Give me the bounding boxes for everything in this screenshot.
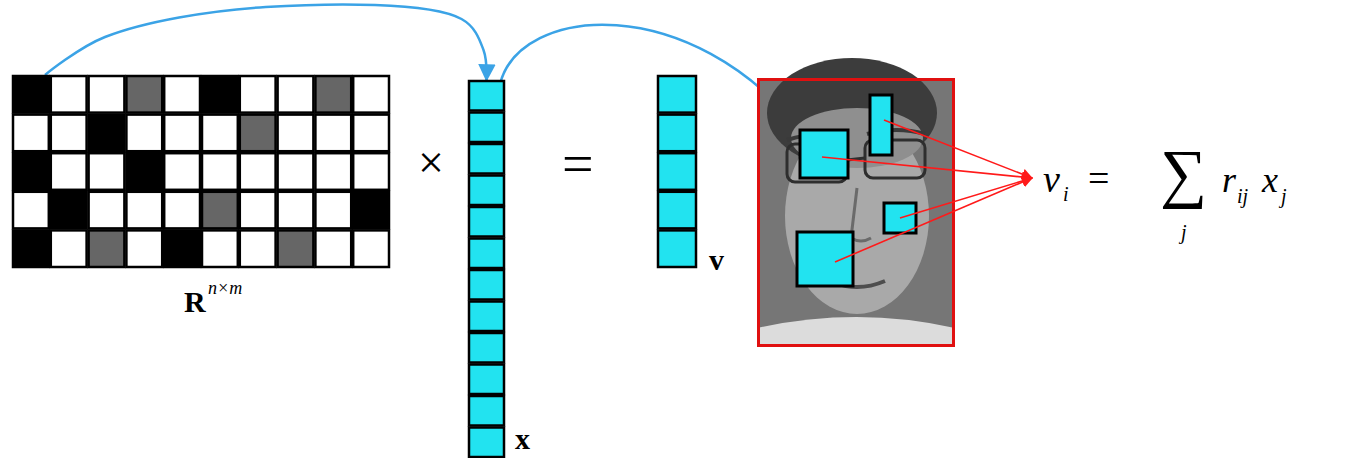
matrix-cell bbox=[202, 76, 238, 113]
formula-subscript: j bbox=[1281, 186, 1287, 206]
matrix-cell bbox=[469, 396, 504, 426]
matrix-cell bbox=[469, 81, 504, 111]
matrix-cell bbox=[126, 115, 162, 152]
matrix-cell bbox=[51, 76, 87, 113]
formula-subscript: i bbox=[1063, 184, 1069, 204]
formula-symbol: = bbox=[1088, 159, 1109, 197]
matrix-cell bbox=[51, 115, 87, 152]
matrix-cell bbox=[89, 230, 125, 267]
matrix-r: Rn×m bbox=[12, 75, 390, 268]
matrix-cell bbox=[469, 302, 504, 332]
matrix-cell bbox=[164, 115, 200, 152]
matrix-cell bbox=[315, 230, 351, 267]
face-image bbox=[757, 58, 955, 347]
matrix-cell bbox=[13, 115, 49, 152]
matrix-cell bbox=[164, 230, 200, 267]
matrix-cell bbox=[89, 192, 125, 229]
matrix-cell bbox=[202, 115, 238, 152]
matrix-cell bbox=[202, 153, 238, 190]
matrix-cell bbox=[315, 115, 351, 152]
vector-v: v bbox=[657, 75, 697, 268]
matrix-cell bbox=[202, 192, 238, 229]
formula-symbol: x bbox=[1262, 162, 1278, 198]
matrix-cell bbox=[202, 230, 238, 267]
cell-grid bbox=[468, 80, 505, 458]
matrix-cell bbox=[278, 192, 314, 229]
matrix-cell bbox=[89, 115, 125, 152]
matrix-cell bbox=[658, 192, 696, 229]
matrix-cell bbox=[353, 115, 389, 152]
matrix-cell bbox=[469, 365, 504, 395]
cell-grid bbox=[12, 75, 390, 268]
matrix-cell bbox=[658, 230, 696, 267]
matrix-cell bbox=[658, 76, 696, 113]
matrix-cell bbox=[315, 192, 351, 229]
matrix-cell bbox=[469, 333, 504, 363]
matrix-cell bbox=[315, 153, 351, 190]
matrix-cell bbox=[353, 153, 389, 190]
matrix-cell bbox=[240, 153, 276, 190]
matrix-cell bbox=[13, 76, 49, 113]
matrix-cell bbox=[164, 153, 200, 190]
matrix-cell bbox=[278, 153, 314, 190]
feature-sum-arrows bbox=[822, 120, 1032, 262]
matrix-cell bbox=[469, 113, 504, 143]
matrix-cell bbox=[469, 176, 504, 206]
formula-symbol: v bbox=[1043, 160, 1060, 198]
matrix-cell bbox=[353, 230, 389, 267]
dimension-superscript: n×m bbox=[208, 279, 242, 297]
matrix-cell bbox=[315, 76, 351, 113]
matrix-cell bbox=[240, 192, 276, 229]
matrix-cell bbox=[469, 270, 504, 300]
matrix-cell bbox=[353, 76, 389, 113]
cell-grid bbox=[657, 75, 697, 268]
matrix-cell bbox=[278, 230, 314, 267]
index-arrow bbox=[45, 4, 487, 80]
matrix-cell bbox=[13, 153, 49, 190]
matrix-cell bbox=[13, 230, 49, 267]
matrix-cell bbox=[469, 428, 504, 458]
matrix-cell bbox=[240, 230, 276, 267]
matrix-cell bbox=[126, 230, 162, 267]
matrix-cell bbox=[89, 153, 125, 190]
matrix-cell bbox=[240, 115, 276, 152]
sum-symbol: ∑ bbox=[1160, 140, 1207, 206]
matrix-cell bbox=[126, 192, 162, 229]
matrix-cell bbox=[658, 153, 696, 190]
matrix-cell bbox=[51, 192, 87, 229]
formula-subscript: ij bbox=[1237, 186, 1248, 206]
matrix-cell bbox=[658, 115, 696, 152]
vector-label: v bbox=[709, 245, 724, 275]
matrix-cell bbox=[278, 76, 314, 113]
matrix-cell bbox=[126, 153, 162, 190]
matrix-cell bbox=[469, 144, 504, 174]
formula-subscript: j bbox=[1181, 222, 1187, 242]
vector-x: x bbox=[468, 80, 505, 458]
equals-symbol: = bbox=[562, 136, 594, 192]
matrix-cell bbox=[89, 76, 125, 113]
times-symbol: × bbox=[418, 140, 444, 186]
matrix-cell bbox=[164, 192, 200, 229]
matrix-cell bbox=[278, 115, 314, 152]
formula-symbol: r bbox=[1222, 162, 1236, 198]
matrix-cell bbox=[13, 192, 49, 229]
matrix-cell bbox=[469, 207, 504, 237]
matrix-cell bbox=[51, 153, 87, 190]
matrix-cell bbox=[353, 192, 389, 229]
matrix-cell bbox=[51, 230, 87, 267]
matrix-cell bbox=[164, 76, 200, 113]
vector-label: x bbox=[515, 424, 530, 454]
matrix-cell bbox=[240, 76, 276, 113]
matrix-label: R bbox=[184, 287, 206, 317]
matrix-cell bbox=[126, 76, 162, 113]
matrix-cell bbox=[469, 239, 504, 269]
